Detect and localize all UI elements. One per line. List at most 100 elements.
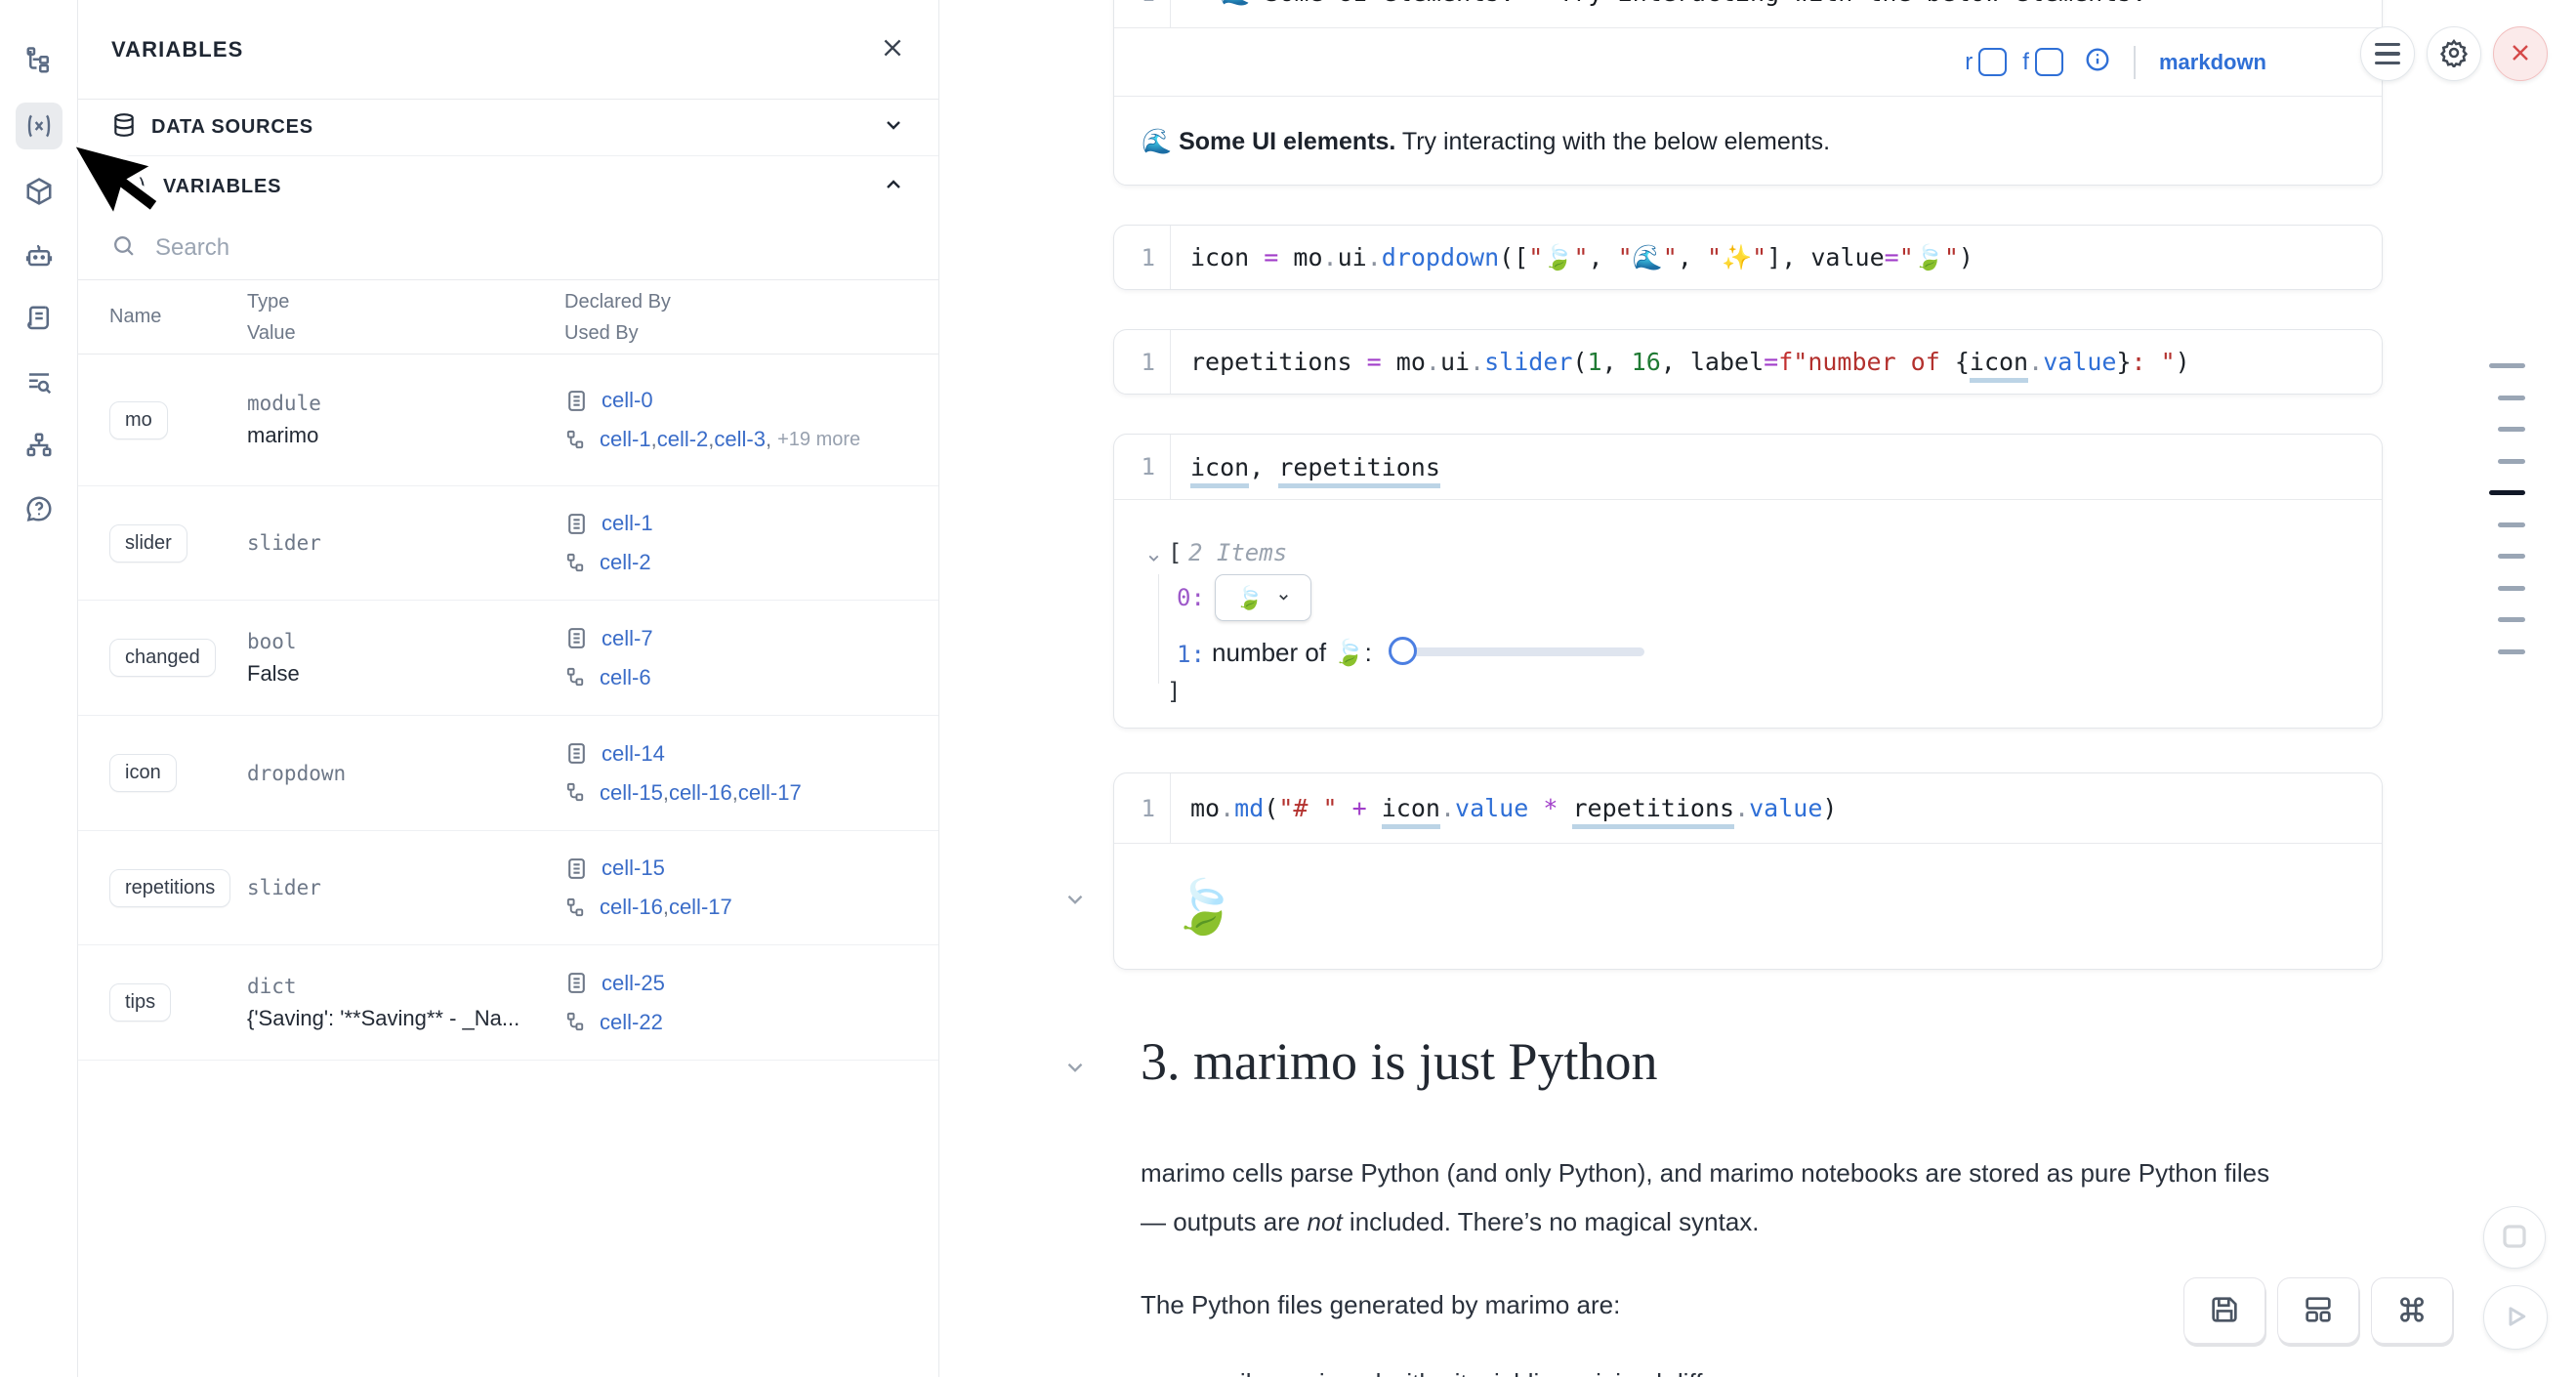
- cell-link[interactable]: cell-1: [602, 511, 653, 535]
- markdown-source-code[interactable]: **🌊 Some UI elements.** Try interacting …: [1171, 0, 2146, 8]
- col-declared-label: Declared By: [564, 290, 671, 313]
- layout-icon: [2302, 1293, 2335, 1329]
- keyboard-shortcuts-button[interactable]: [2371, 1277, 2453, 1344]
- variable-name-chip[interactable]: changed: [109, 639, 216, 677]
- cell-link[interactable]: cell-7: [602, 625, 653, 650]
- cell-link[interactable]: cell-17: [737, 779, 802, 805]
- data-sources-section-header[interactable]: DATA SOURCES: [78, 100, 938, 156]
- variable-name-chip[interactable]: repetitions: [109, 868, 231, 907]
- cell-link[interactable]: cell-3: [714, 427, 766, 451]
- minimap-dash[interactable]: [2498, 554, 2525, 559]
- help-icon[interactable]: [16, 487, 62, 530]
- markdown-cell[interactable]: 1 **🌊 Some UI elements.** Try interactin…: [1113, 0, 2383, 186]
- cell-link[interactable]: cell-17: [668, 895, 732, 919]
- minimap-dash[interactable]: [2489, 363, 2525, 368]
- list-output-tree: [ 2 Items 0: 🍃 1: number of 🍃: ]: [1114, 500, 2382, 729]
- cell-link[interactable]: cell-15: [602, 855, 665, 880]
- variable-name-chip[interactable]: slider: [109, 523, 187, 563]
- declared-by-doc-icon: [564, 626, 589, 650]
- run-button[interactable]: [2483, 1285, 2548, 1350]
- raw-toggle-checkbox[interactable]: [1978, 48, 2008, 76]
- cell-output-collapse-chevron-icon[interactable]: [1062, 887, 1088, 917]
- used-by-link-icon: [564, 897, 587, 919]
- code-line[interactable]: icon = mo.ui.dropdown(["🍃", "🌊", "✨"], v…: [1190, 242, 1974, 271]
- minimap-dash[interactable]: [2498, 648, 2525, 654]
- used-by-link-icon: [564, 429, 587, 451]
- language-badge[interactable]: markdown: [2158, 49, 2266, 74]
- minimap-dash[interactable]: [2498, 522, 2525, 527]
- indent-guide: [1158, 574, 1159, 684]
- minimap-dash[interactable]: [2498, 617, 2525, 622]
- variable-name-chip[interactable]: tips: [109, 983, 172, 1022]
- save-icon: [2208, 1293, 2241, 1329]
- variable-name-chip[interactable]: mo: [109, 400, 168, 439]
- layout-button[interactable]: [2277, 1277, 2359, 1344]
- code-line[interactable]: repetitions = mo.ui.slider(1, 16, label=…: [1171, 348, 2190, 383]
- search-input[interactable]: [153, 233, 905, 263]
- minimap-dash[interactable]: [2498, 395, 2525, 400]
- info-icon[interactable]: [2085, 47, 2110, 77]
- dropdown-select[interactable]: 🍃: [1215, 574, 1311, 621]
- cell-link[interactable]: cell-0: [602, 388, 653, 412]
- col-value-label: Value: [247, 321, 296, 344]
- cell-minimap[interactable]: [2489, 363, 2525, 681]
- close-icon: [880, 35, 905, 63]
- line-number: 1: [1114, 330, 1171, 394]
- settings-button[interactable]: [2427, 26, 2481, 81]
- cell-link[interactable]: cell-15: [600, 779, 663, 805]
- cell-link[interactable]: cell-22: [600, 1009, 663, 1034]
- code-line[interactable]: mo.md("# " + icon.value * repetitions.va…: [1171, 794, 1837, 829]
- slider-knob[interactable]: [1389, 637, 1417, 665]
- variable-value: {'Saving': '**Saving** - _Na...: [247, 1005, 520, 1030]
- scroll-icon[interactable]: [16, 297, 62, 340]
- stop-button[interactable]: [2483, 1206, 2546, 1269]
- raw-toggle-label: r: [1965, 48, 1974, 75]
- variable-name-chip[interactable]: icon: [109, 754, 177, 792]
- slider-code-cell[interactable]: 1 repetitions = mo.ui.slider(1, 16, labe…: [1113, 329, 2383, 395]
- cell-link[interactable]: cell-6: [600, 664, 651, 689]
- package-cube-icon[interactable]: [16, 170, 62, 213]
- minimap-dash[interactable]: [2498, 585, 2525, 591]
- cell-link[interactable]: cell-14: [602, 740, 665, 766]
- variables-search: [78, 217, 938, 280]
- notebook-menu-button[interactable]: [2360, 26, 2415, 81]
- more-cells-label[interactable]: +19 more: [777, 428, 861, 450]
- dropdown-code-cell[interactable]: 1 icon = mo.ui.dropdown(["🍃", "🌊", "✨"],…: [1113, 225, 2383, 290]
- cell-link[interactable]: cell-2: [656, 427, 709, 451]
- bullet-text: easily versioned with git, yielding mini…: [1199, 1368, 1715, 1377]
- fstring-toggle-checkbox[interactable]: [2034, 48, 2063, 76]
- cell-link[interactable]: cell-25: [602, 970, 665, 995]
- variables-table-header: Name Type Value Declared By Used By: [78, 280, 938, 355]
- file-tree-icon[interactable]: [16, 39, 62, 82]
- cell-link[interactable]: cell-2: [600, 550, 651, 574]
- minimap-dash[interactable]: [2498, 427, 2525, 432]
- dependency-graph-icon[interactable]: [16, 424, 62, 467]
- robot-icon[interactable]: [16, 233, 62, 276]
- cell-link[interactable]: cell-16: [600, 895, 663, 919]
- shutdown-button[interactable]: [2493, 26, 2548, 81]
- close-panel-button[interactable]: [880, 35, 905, 63]
- code-line[interactable]: icon, repetitions: [1171, 452, 1440, 488]
- cell-link[interactable]: cell-1: [600, 427, 651, 451]
- variables-section-header[interactable]: (x) VARIABLES: [78, 156, 938, 217]
- repetitions-slider[interactable]: [1389, 637, 1644, 665]
- menu-icon: [2375, 42, 2400, 65]
- variables-icon[interactable]: [15, 103, 62, 149]
- variable-type: slider: [247, 876, 321, 899]
- minimap-dash[interactable]: [2498, 458, 2525, 464]
- tree-collapse-chevron-icon[interactable]: [1145, 545, 1162, 572]
- md-expression-cell[interactable]: 1 mo.md("# " + icon.value * repetitions.…: [1113, 772, 2383, 970]
- save-button[interactable]: [2183, 1277, 2265, 1344]
- search-list-icon[interactable]: [16, 360, 62, 403]
- section-collapse-chevron-icon[interactable]: [1062, 1055, 1088, 1085]
- minimap-dash-active[interactable]: [2489, 490, 2525, 495]
- refs-code-cell[interactable]: 1 icon, repetitions [ 2 Items 0: 🍃 1:: [1113, 434, 2383, 729]
- cell-link[interactable]: cell-16: [668, 779, 732, 805]
